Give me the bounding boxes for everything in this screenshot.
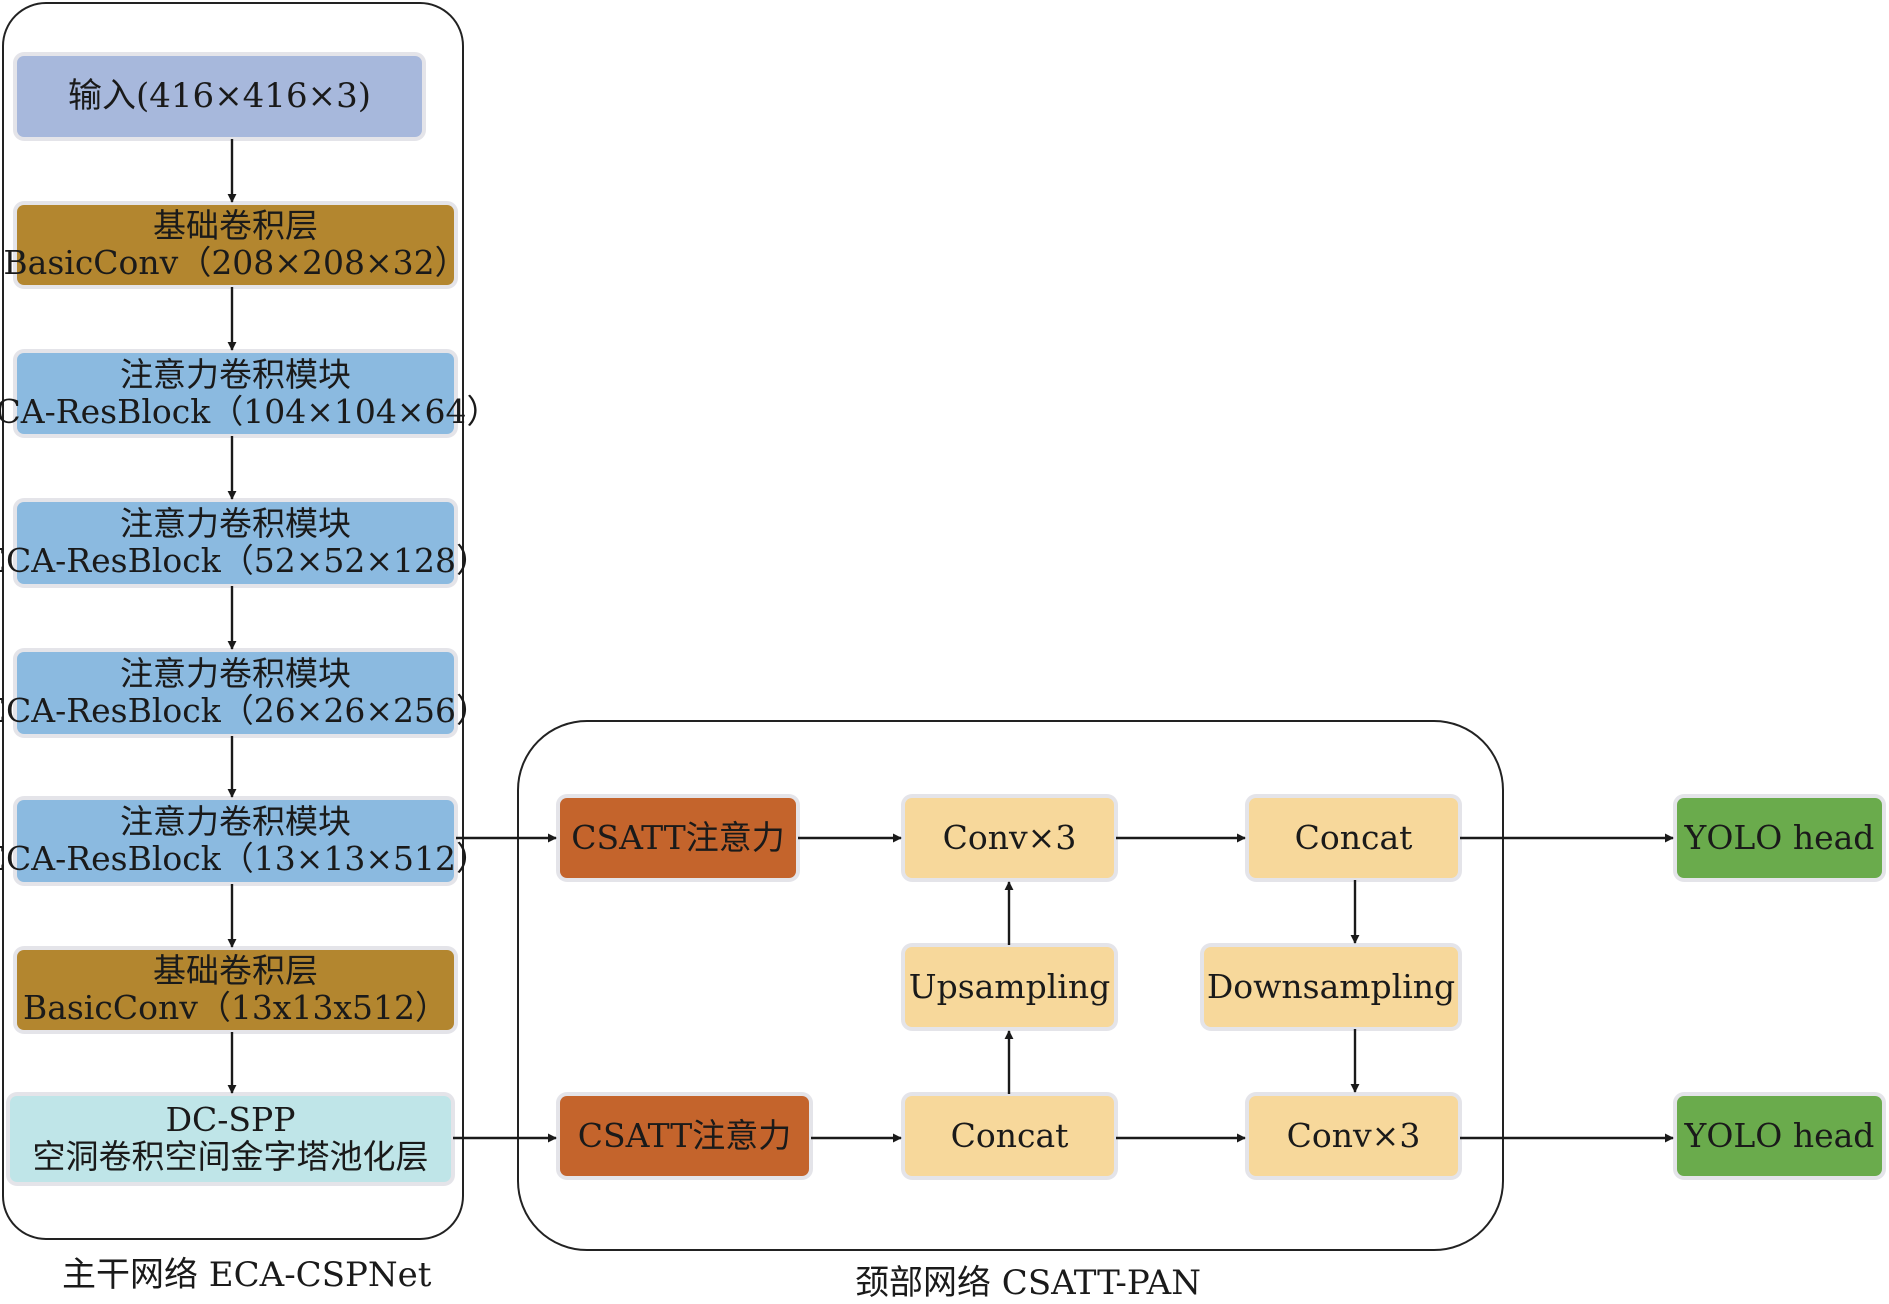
- eca-resblock-4: 注意力卷积模块 ECA-ResBlock（13×13×512）: [0, 800, 489, 882]
- yolo-head-bottom: YOLO head: [1677, 1096, 1882, 1176]
- yolo-head-top: YOLO head: [1677, 798, 1882, 878]
- concat-block-bottom: Concat: [905, 1096, 1114, 1176]
- block-label: 注意力卷积模块: [120, 654, 351, 694]
- conv3-block-bottom: Conv×3: [1249, 1096, 1458, 1176]
- block-label: ECA-ResBlock（104×104×64）: [0, 391, 500, 431]
- backbone-frame: [2, 2, 464, 1240]
- block-label: BasicConv（13x13x512）: [22, 988, 449, 1027]
- upsampling-block: Upsampling: [905, 947, 1114, 1027]
- eca-resblock-2: 注意力卷积模块 ECA-ResBlock（52×52×128）: [0, 502, 489, 584]
- block-label: Upsampling: [908, 966, 1111, 1006]
- block-label: ECA-ResBlock（13×13×512）: [0, 839, 490, 878]
- block-label: CSATT注意力: [571, 817, 785, 857]
- block-label: ECA-ResBlock（26×26×256）: [0, 691, 490, 730]
- eca-resblock-3: 注意力卷积模块 ECA-ResBlock（26×26×256）: [0, 652, 489, 734]
- block-label: Downsampling: [1206, 966, 1456, 1006]
- block-label: Conv×3: [1286, 1115, 1421, 1155]
- block-label: Concat: [1294, 817, 1413, 857]
- block-label: YOLO head: [1684, 817, 1875, 857]
- block-label: 基础卷积层: [153, 951, 318, 991]
- eca-resblock-1: 注意力卷积模块 ECA-ResBlock（104×104×64）: [0, 353, 500, 434]
- block-label: YOLO head: [1684, 1115, 1875, 1155]
- basicconv-block-2: 基础卷积层 BasicConv（13x13x512）: [17, 950, 454, 1030]
- csatt-block-top: CSATT注意力: [560, 798, 796, 878]
- block-label: ECA-ResBlock（52×52×128）: [0, 541, 490, 580]
- block-label: Conv×3: [942, 817, 1077, 857]
- block-label: 注意力卷积模块: [120, 504, 351, 544]
- block-label: CSATT注意力: [577, 1115, 792, 1155]
- basicconv-block-1: 基础卷积层 BasicConv（208×208×32）: [3, 205, 468, 285]
- downsampling-block: Downsampling: [1204, 947, 1458, 1027]
- block-label: BasicConv（208×208×32）: [3, 243, 468, 282]
- csatt-block-bottom: CSATT注意力: [560, 1096, 809, 1176]
- neck-frame: [517, 720, 1504, 1251]
- block-label: 基础卷积层: [153, 206, 318, 246]
- input-block: 输入(416×416×3): [17, 56, 422, 137]
- concat-block-top: Concat: [1249, 798, 1458, 878]
- block-label: DC-SPP: [165, 1100, 296, 1140]
- block-label: 空洞卷积空间金字塔池化层: [32, 1137, 429, 1176]
- block-label: 注意力卷积模块: [120, 354, 351, 394]
- dc-spp-block: DC-SPP 空洞卷积空间金字塔池化层: [10, 1096, 451, 1182]
- block-label: 注意力卷积模块: [120, 802, 351, 842]
- block-label: 输入(416×416×3): [68, 76, 371, 117]
- backbone-caption: 主干网络 ECA-CSPNet: [62, 1255, 432, 1295]
- conv3-block-top: Conv×3: [905, 798, 1114, 878]
- block-label: Concat: [950, 1115, 1069, 1155]
